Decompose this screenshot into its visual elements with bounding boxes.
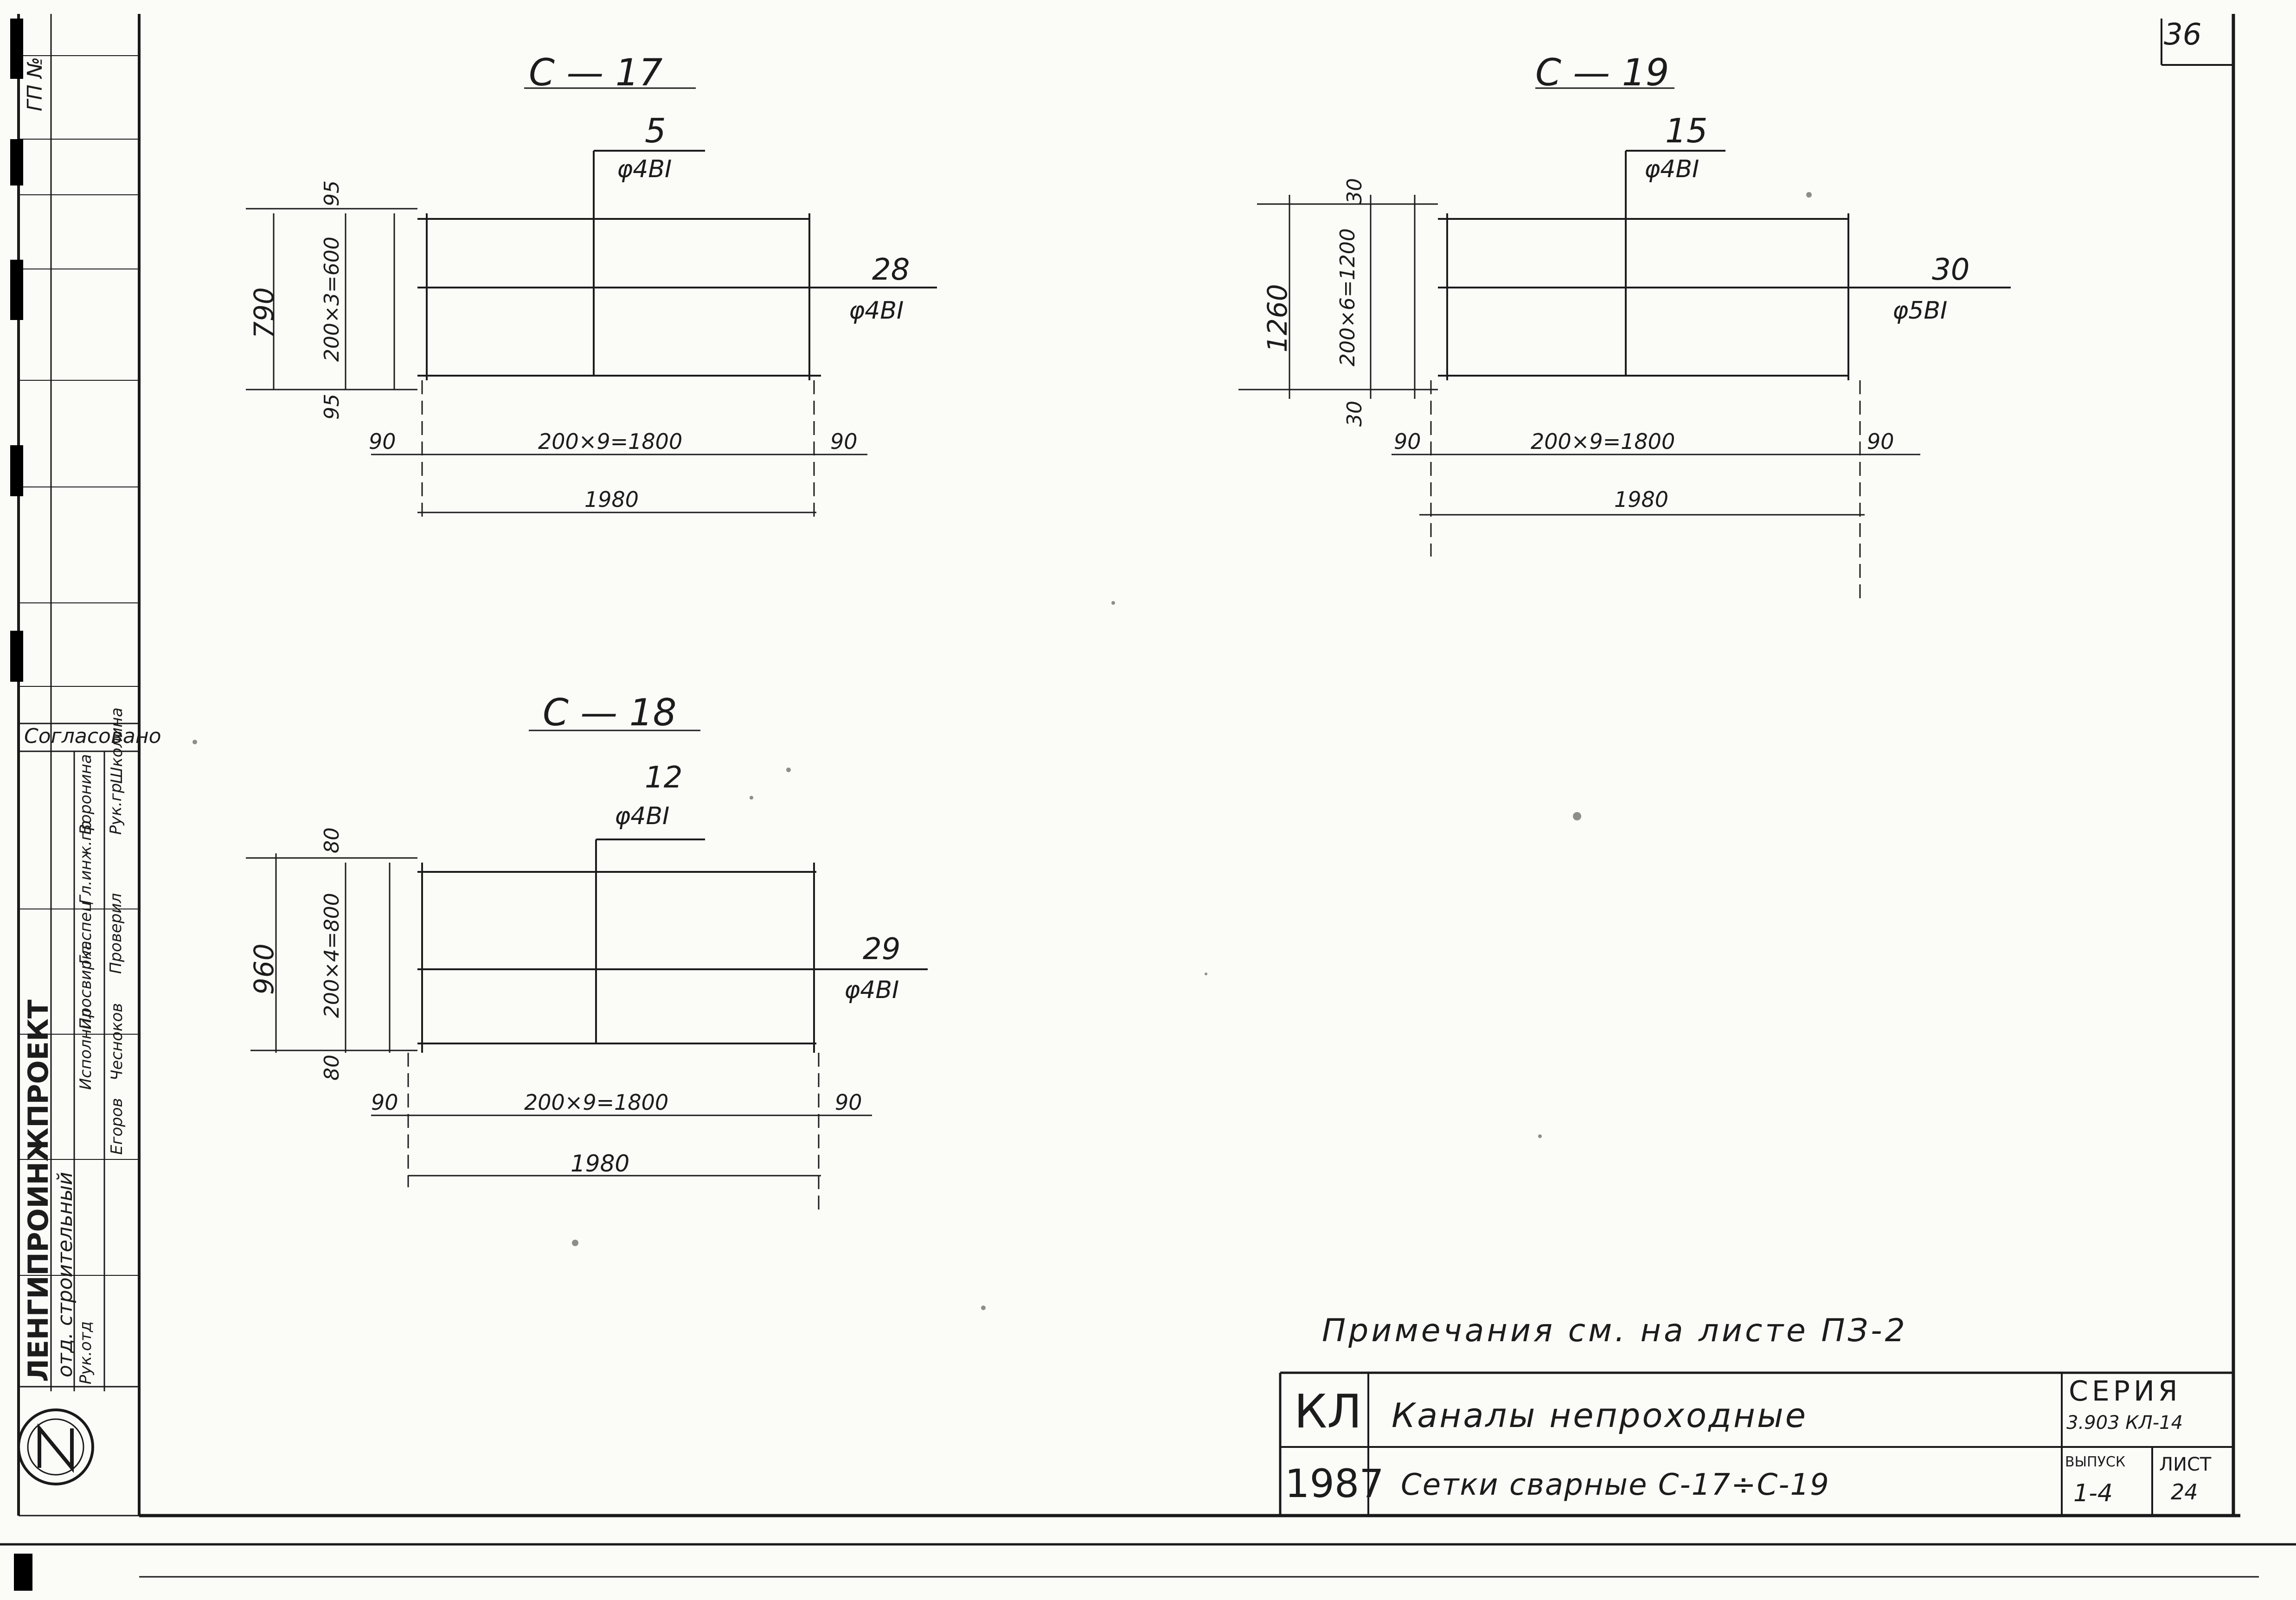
mesh-c18 (246, 730, 928, 1215)
mesh-c19-top-pos: 15 (1665, 111, 1708, 150)
mesh-c19-edge-bottom: 30 (1343, 401, 1366, 427)
mesh-c19-inner-width: 200×9=1800 (1531, 429, 1675, 454)
title-block-sheet-label: ЛИСТ (2159, 1454, 2212, 1475)
sheet-number: 36 (2164, 18, 2202, 52)
mesh-c18-overall-height: 960 (248, 943, 280, 995)
mesh-c19-edge-right: 90 (1867, 429, 1894, 454)
title-block-series-label: СЕРИЯ (2069, 1375, 2181, 1408)
mesh-c19 (1238, 87, 2011, 603)
side-stamp-role: Рук.отд (77, 1321, 95, 1384)
mesh-c19-edge-left: 90 (1394, 429, 1421, 454)
title-block-code: КЛ (1294, 1384, 1362, 1439)
drawing-note: Примечания см. на листе ПЗ-2 (1322, 1312, 1908, 1349)
side-stamp-dept: отд. строительный (53, 1171, 77, 1377)
side-stamp-top: ГП № (23, 57, 47, 111)
side-stamp-name: Воронина (77, 754, 95, 835)
mesh-c17-edge-left: 90 (369, 429, 396, 454)
mesh-c19-overall-width: 1980 (1614, 487, 1669, 512)
mesh-c17-top-pos: 5 (645, 111, 666, 150)
mesh-c18-right-pos: 29 (863, 932, 901, 966)
mesh-c19-right-spec: φ5BI (1892, 297, 1948, 325)
mesh-c19-inner-height: 200×6=1200 (1336, 228, 1360, 366)
side-stamp-name: Чесноков (108, 1003, 126, 1081)
mesh-c17-edge-top: 95 (320, 180, 344, 206)
side-stamp-name: Школина (108, 707, 126, 784)
mesh-c19-overall-height: 1260 (1262, 284, 1293, 352)
title-block-issue-value: 1-4 (2073, 1479, 2113, 1507)
mesh-c17-edge-bottom: 95 (320, 394, 344, 420)
mesh-c18-top-spec: φ4BI (615, 802, 670, 830)
mesh-c17-right-spec: φ4BI (849, 297, 904, 325)
title-block-series-value: 3.903 КЛ-14 (2066, 1412, 2183, 1434)
side-stamp-role: Рук.гр (107, 783, 125, 835)
mesh-c19-edge-top: 30 (1343, 178, 1366, 204)
side-stamp-org: ЛЕНГИПРОИНЖПРОЕКТ (22, 999, 55, 1382)
mesh-c19-top-spec: φ4BI (1644, 155, 1700, 183)
mesh-c17-top-spec: φ4BI (617, 155, 672, 183)
title-block-year: 1987 (1285, 1461, 1384, 1506)
mesh-c19-right-pos: 30 (1932, 253, 1970, 287)
title-block-title: Каналы непроходные (1392, 1396, 1808, 1435)
mesh-c17-right-pos: 28 (872, 253, 910, 287)
side-stamp-name: Егоров (108, 1098, 126, 1155)
mesh-c18-inner-height: 200×4=800 (320, 893, 344, 1018)
mesh-c18-edge-left: 90 (371, 1090, 398, 1115)
title-block-sheet-value: 24 (2171, 1479, 2198, 1504)
mesh-c17-inner-width: 200×9=1800 (538, 429, 683, 454)
mesh-c18-top-pos: 12 (645, 761, 683, 795)
side-stamp-role: Проверил (107, 893, 125, 974)
mesh-c18-title: С — 18 (543, 691, 677, 734)
mesh-c18-inner-width: 200×9=1800 (524, 1090, 669, 1115)
mesh-c17 (246, 87, 937, 519)
title-block-subtitle: Сетки сварные С-17÷С-19 (1401, 1468, 1830, 1502)
mesh-c18-edge-top: 80 (320, 827, 344, 853)
mesh-c19-title: С — 19 (1535, 51, 1669, 94)
mesh-c17-overall-height: 790 (248, 287, 280, 339)
mesh-c17-title: С — 17 (529, 51, 663, 94)
side-stamp-agreed: Согласовано (24, 724, 161, 748)
mesh-c17-inner-height: 200×3=600 (320, 237, 344, 362)
title-block-issue-label: ВЫПУСК (2065, 1454, 2126, 1470)
side-stamp-name: Просвирка (77, 941, 95, 1030)
mesh-c18-right-spec: φ4BI (844, 976, 899, 1004)
mesh-c17-overall-width: 1980 (584, 487, 639, 512)
mesh-c18-edge-right: 90 (835, 1090, 862, 1115)
mesh-c17-edge-right: 90 (830, 429, 858, 454)
mesh-c18-edge-bottom: 80 (320, 1055, 344, 1081)
mesh-c18-overall-width: 1980 (571, 1150, 630, 1177)
title-block (1279, 1371, 2233, 1516)
